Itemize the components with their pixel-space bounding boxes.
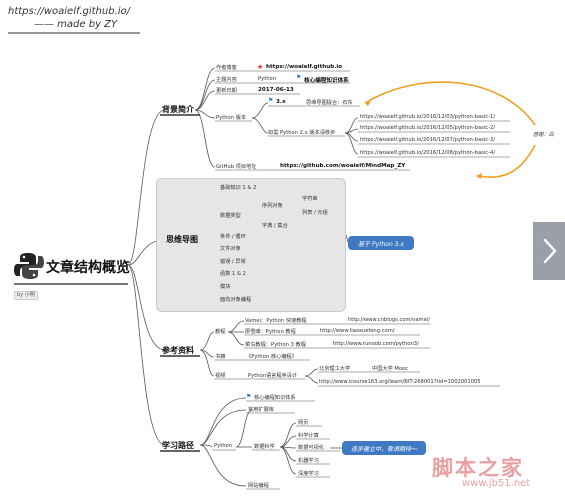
- mindmap-item-oop: 面向对象编程: [220, 297, 252, 303]
- refs-school: 北京理工大学: [319, 366, 351, 372]
- mindmap-str: 字符串: [302, 196, 318, 202]
- header-url: https://woaielf.github.io/: [8, 6, 131, 17]
- branch-intro: 背景简介: [162, 105, 194, 114]
- author-link[interactable]: https://woaielf.github.io: [266, 64, 343, 70]
- py2-link-1[interactable]: https://woaielf.github.io/2016/12/03/pyt…: [360, 114, 496, 120]
- branch-path: 学习路径: [162, 441, 194, 450]
- side-note: 感谢：白: [533, 132, 554, 138]
- py3-label: 3.x: [276, 99, 286, 105]
- header-made-by: —— made by ZY: [34, 19, 118, 30]
- refs-tutorial-label: 教程: [215, 329, 226, 335]
- author-label: 作者博客: [216, 65, 237, 71]
- branch-refs: 参考资料: [162, 346, 194, 355]
- refs-tutorial-2: 廖雪峰：Python 教程: [245, 329, 296, 335]
- path-lib: 常用扩展库: [248, 407, 274, 413]
- mindmap-item-files: 文件对象: [220, 246, 241, 252]
- path-note-bubble: 逐步建立中，敬请期待～: [342, 441, 426, 455]
- py2-link-2[interactable]: https://woaielf.github.io/2016/12/05/pyt…: [360, 125, 496, 131]
- path-web: 网站编程: [248, 483, 269, 489]
- mindmap-dict: 字典 / 集合: [262, 223, 288, 229]
- mindmap-note-bubble: 基于 Python 3.x: [348, 236, 414, 250]
- flag-icon: ⚑: [296, 74, 302, 81]
- date-label: 更新日期: [216, 88, 237, 94]
- refs-tutorial-3-url[interactable]: http://www.runoob.com/python3/: [333, 341, 419, 347]
- topic-python: Python: [258, 76, 276, 82]
- refs-book-label: 书籍: [215, 354, 226, 360]
- mindmap-group-box: [156, 178, 346, 312]
- path-python: Python: [214, 443, 232, 449]
- refs-video-label: 视频: [215, 373, 226, 379]
- py2-link-4[interactable]: https://woaielf.github.io/2016/12/08/pyt…: [360, 150, 496, 156]
- mindmap-item-basics: 基础知识 1 & 2: [220, 185, 257, 191]
- path-ds-viz: 数据可视化: [298, 445, 324, 451]
- path-ds-ml: 机器学习: [298, 458, 319, 464]
- watermark-name: 脚本之家: [432, 456, 524, 480]
- python-logo-icon: [14, 252, 44, 284]
- star-icon: ★: [257, 63, 264, 71]
- orange-arrow-bottom: [477, 144, 536, 178]
- path-core: 核心编程知识体系: [254, 395, 296, 401]
- refs-mooc: 中国大学 Mooc: [372, 366, 409, 372]
- mindmap-item-errors: 错误 / 异常: [220, 259, 246, 265]
- py2-label: 如需 Python 2.x 版本请移步: [268, 130, 336, 136]
- flag-icon: ⚑: [268, 97, 274, 104]
- mindmap-list: 列表 / 元组: [302, 210, 328, 216]
- orange-arrow-top: [364, 81, 536, 126]
- chevron-right-icon: [543, 238, 557, 264]
- next-slide-button[interactable]: [533, 222, 565, 280]
- mindmap-item-functions: 函数 1 & 2: [220, 271, 246, 277]
- path-ds-web: 网页: [298, 420, 309, 426]
- flag-icon: ⚑: [246, 393, 252, 400]
- topic-value: 核心编程知识体系: [304, 78, 349, 84]
- refs-tutorial-2-url[interactable]: http://www.liaoxuefeng.com/: [320, 328, 395, 334]
- refs-tutorial-1: Vamei：Python 快速教程: [245, 318, 307, 324]
- mindmap-item-conditions: 条件 / 循环: [220, 234, 246, 240]
- github-label: GitHub 项目地址: [216, 164, 257, 170]
- py3-note: 思维导图提合：石东: [306, 100, 353, 106]
- path-ds: 数据科学: [254, 444, 275, 450]
- topic-label: 主题内容: [216, 77, 237, 83]
- refs-video-url[interactable]: http://www.icourse163.org/learn/BIT-2680…: [319, 379, 481, 385]
- refs-video: Python语言程序设计: [248, 373, 298, 379]
- github-link[interactable]: https://github.com/woaielf/MindMap_ZY: [280, 163, 406, 169]
- path-ds-dl: 深度学习: [298, 471, 319, 477]
- root-title: 文章结构概览: [46, 260, 130, 276]
- mindmap-item-datatypes: 数据类型: [220, 213, 241, 219]
- watermark-url: www.jb51.net: [462, 478, 531, 489]
- pyver-label: Python 版本: [216, 115, 247, 121]
- refs-tutorial-3: 菜鸟教程：Python 3 教程: [245, 342, 306, 348]
- mindmap-seq: 序列对象: [262, 203, 283, 209]
- branch-mindmap: 思维导图: [166, 235, 198, 244]
- author-tag: by 小明: [14, 291, 38, 300]
- refs-book: 《Python 核心编程》: [246, 354, 297, 360]
- path-ds-sci: 科学计算: [298, 433, 319, 439]
- py2-link-3[interactable]: https://woaielf.github.io/2016/12/07/pyt…: [360, 137, 496, 143]
- mindmap-item-modules: 模块: [220, 284, 231, 290]
- refs-tutorial-1-url[interactable]: http://www.cnblogs.com/vamei/: [348, 317, 430, 323]
- date-value: 2017-06-13: [258, 87, 294, 93]
